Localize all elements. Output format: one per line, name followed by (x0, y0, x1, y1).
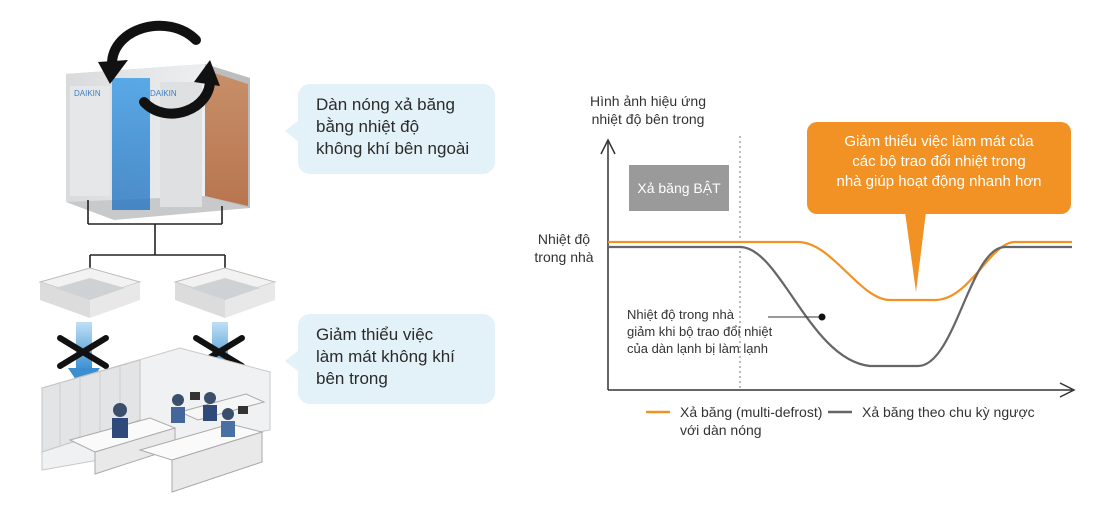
svg-text:DAIKIN: DAIKIN (74, 89, 101, 98)
indoor-temp-line-1: Nhiệt độ (537, 231, 591, 247)
x-axis-arrow (1059, 382, 1076, 398)
reverse-cycle-curve (608, 245, 1072, 368)
bubble-top-line-3: không khí bên ngoài (316, 139, 470, 158)
rotation-arrows-icon (98, 20, 220, 119)
legend-multi: Xả băng (multi-defrost) với dàn nóng (680, 403, 860, 439)
indoor-unit-left (38, 267, 142, 318)
annotation-point (818, 313, 826, 321)
indoor-temp-line-2: trong nhà (534, 249, 594, 265)
bubble-top-line-1: Dàn nóng xả băng (316, 95, 455, 114)
temperature-chart (600, 136, 1076, 414)
bubble-bottom-line-1: Giảm thiểu việc (316, 325, 434, 344)
legend-reverse: Xả băng theo chu kỳ ngược (862, 404, 1035, 420)
callout-line-2: các bộ trao đổi nhiệt trong (852, 153, 1026, 170)
callout-line-1: Giảm thiểu việc làm mát của (844, 133, 1034, 150)
legend-multi-line-1: Xả băng (multi-defrost) (680, 404, 823, 420)
annotation-line-3: của dàn lạnh bị làm lạnh (627, 341, 768, 356)
outdoor-unit: DAIKIN DAIKIN (66, 64, 250, 220)
indoor-unit-right (173, 267, 277, 318)
bubble-top-line-2: bằng nhiệt độ (316, 117, 420, 136)
bubble-bottom-line-2: làm mát không khí (316, 347, 455, 366)
svg-text:DAIKIN: DAIKIN (150, 89, 177, 98)
office-scene (41, 347, 271, 493)
warm-coil-glow (205, 70, 248, 206)
defrost-on-box: Xả băng BẬT (629, 165, 729, 211)
y-axis-title-line-2: nhiệt độ bên trong (591, 111, 705, 127)
annotation-line-2: giảm khi bộ trao đổi nhiệt (627, 324, 773, 339)
annotation-text: Nhiệt độ trong nhà giảm khi bộ trao đổi … (627, 306, 807, 357)
callout-line-3: nhà giúp hoạt động nhanh hơn (836, 173, 1042, 190)
bubble-bottom-line-3: bên trong (316, 369, 388, 388)
y-axis-title: Hình ảnh hiệu ứng nhiệt độ bên trong (583, 92, 713, 128)
indoor-cooling-bubble: Giảm thiểu việc làm mát không khí bên tr… (285, 314, 495, 404)
y-axis-title-line-1: Hình ảnh hiệu ứng (589, 93, 706, 109)
outdoor-defrost-bubble: Dàn nóng xả băng bằng nhiệt độ không khí… (285, 84, 495, 174)
refrigerant-pipes (87, 200, 226, 270)
y-axis-arrow (600, 138, 616, 155)
callout-box: Giảm thiểu việc làm mát của các bộ trao … (807, 122, 1071, 214)
defrost-on-label: Xả băng BẬT (637, 180, 721, 196)
callout-pointer (905, 212, 926, 292)
legend-multi-line-2: với dàn nóng (680, 422, 762, 438)
system-illustration: DAIKIN DAIKIN (38, 20, 277, 493)
indoor-temp-label: Nhiệt độ trong nhà (530, 230, 598, 266)
annotation-line-1: Nhiệt độ trong nhà (627, 307, 734, 322)
multi-defrost-curve (608, 240, 1072, 302)
